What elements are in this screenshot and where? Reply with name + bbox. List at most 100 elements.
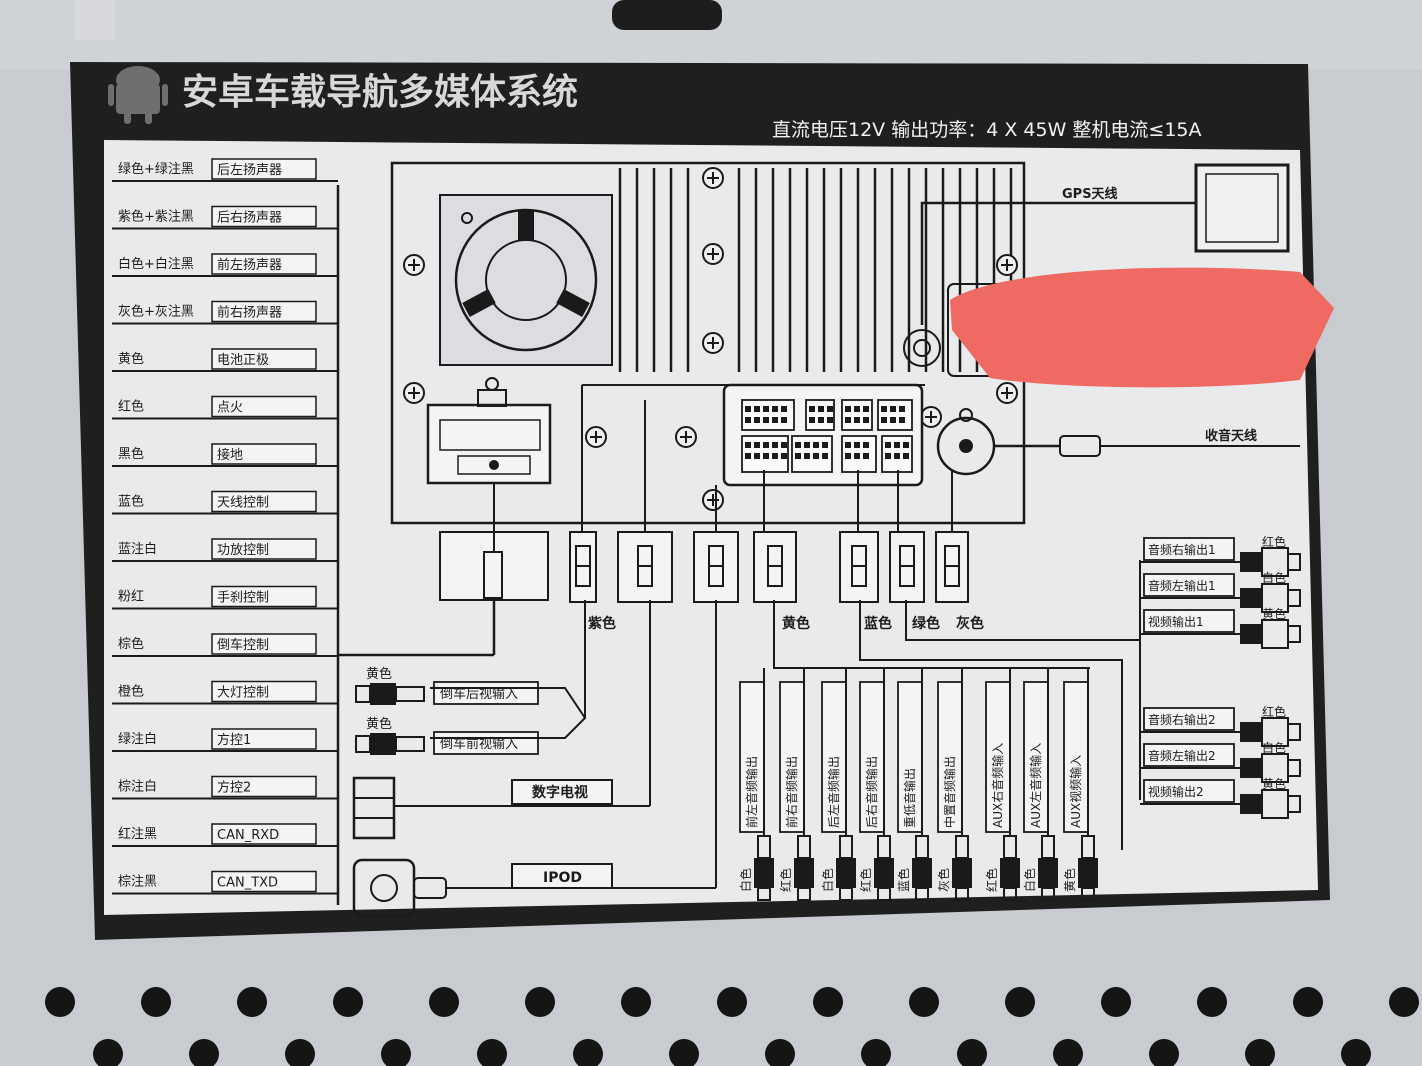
harness-plug — [569, 531, 597, 603]
harness-plug — [889, 531, 925, 603]
page-title: 安卓车载导航多媒体系统 — [182, 71, 578, 113]
vent-hole — [285, 1039, 315, 1066]
vent-hole — [669, 1039, 699, 1066]
harness-plug — [617, 531, 673, 603]
wire-function-box — [211, 633, 317, 655]
input-color-label: 黄色 — [366, 666, 392, 682]
screw-icon — [702, 167, 724, 189]
bottom-rca-label: 前右音频输出 — [784, 756, 799, 828]
wire-function-label: 方控2 — [217, 780, 251, 796]
pin-block — [741, 399, 795, 431]
vent-hole — [1341, 1039, 1371, 1066]
bottom-rca-outputs: 前左音频输出白色前右音频输出红色后左音频输出白色后右音频输出红色重低音输出蓝色中… — [738, 668, 1098, 901]
harness-plug — [839, 531, 879, 603]
vent-hole — [525, 987, 555, 1017]
connector-color-label: 蓝色 — [864, 615, 892, 632]
bottom-rca-label: 重低音输出 — [902, 768, 917, 828]
top-knob — [612, 0, 722, 30]
bottom-rca-color: 黄色 — [1063, 868, 1077, 892]
wire-function-label: 接地 — [217, 447, 243, 463]
wire-entry: 蓝注白功放控制 — [112, 538, 338, 562]
output-color-label: 红色 — [1262, 704, 1286, 719]
wire-entry: 蓝色天线控制 — [112, 490, 338, 515]
harness-plug — [935, 531, 969, 603]
wire-color-label: 灰色+灰注黑 — [118, 304, 194, 320]
wire-function-label: 倒车控制 — [217, 637, 269, 653]
wire-entry: 紫色+紫注黑后右扬声器 — [112, 205, 338, 230]
wire-function-box — [211, 395, 317, 418]
wire-function-label: 手刹控制 — [217, 591, 269, 606]
radio-antenna-label: 收音天线 — [1205, 428, 1257, 444]
digital-tv-connector — [352, 600, 651, 840]
bottom-rca-label: 后右音频输出 — [864, 756, 879, 828]
vent-hole — [1245, 1039, 1275, 1066]
input-label: 倒车前视输入 — [440, 736, 518, 752]
vent-hole — [1197, 987, 1227, 1017]
wire-color-label: 蓝色 — [118, 494, 144, 510]
pin-blocks — [741, 399, 913, 473]
wire-color-label: 绿注白 — [118, 731, 157, 747]
wire-entry: 黄色电池正极 — [112, 348, 338, 372]
output-color-label: 白色 — [1262, 740, 1286, 755]
bottom-rca-label: 中置音频输出 — [942, 756, 957, 828]
harness-plug — [693, 531, 739, 603]
wire-entry: 灰色+灰注黑前右扬声器 — [112, 300, 338, 325]
pin-block — [791, 435, 833, 473]
screw-icon — [585, 426, 607, 448]
wire-color-label: 粉红 — [118, 589, 144, 605]
vent-hole — [1053, 1039, 1083, 1066]
wire-function-label: 方控1 — [217, 732, 251, 748]
vent-holes — [45, 987, 1419, 1066]
bottom-rca-label: 前左音频输出 — [744, 756, 759, 828]
output-color-label: 红色 — [1262, 534, 1286, 549]
screw-icon — [403, 382, 425, 404]
vent-hole — [237, 987, 267, 1017]
vent-hole — [333, 987, 363, 1017]
bottom-rca-color: 白色 — [820, 868, 835, 892]
radio-antenna-jack — [936, 408, 1300, 476]
bottom-rca-color: 白色 — [738, 868, 753, 892]
wire-function-label: 大灯控制 — [217, 686, 269, 701]
screw-icon — [920, 406, 942, 428]
connector-plugs — [569, 470, 969, 603]
vent-hole — [1389, 987, 1419, 1017]
wire-function-label: 功放控制 — [217, 543, 269, 558]
connector-color-label: 黄色 — [782, 615, 810, 632]
wire-function-label: CAN_TXD — [217, 876, 278, 891]
wire-list: 绿色+绿注黑后左扬声器紫色+紫注黑后右扬声器白色+白注黑前左扬声器灰色+灰注黑前… — [112, 158, 338, 895]
redaction-mark — [947, 267, 1334, 388]
bottom-rca-label: AUX左音频输入 — [1028, 743, 1043, 828]
harness-plug — [753, 531, 797, 603]
gps-module — [1194, 163, 1290, 253]
vent-hole — [93, 1039, 123, 1066]
output-color-label: 黄色 — [1262, 607, 1286, 621]
vent-hole — [141, 987, 171, 1017]
digital-tv-label: 数字电视 — [532, 784, 588, 801]
screw-icon — [702, 489, 724, 511]
vent-hole — [909, 987, 939, 1017]
wire-color-label: 红注黑 — [118, 826, 157, 842]
wire-function-box — [211, 870, 317, 893]
output-label: 音频左输出2 — [1148, 748, 1216, 763]
input-color-label: 黄色 — [366, 716, 392, 732]
spec-line: 直流电压12V 输出功率：4 X 45W 整机电流≤15A — [772, 119, 1202, 141]
vent-hole — [813, 987, 843, 1017]
wire-function-label: 电池正极 — [217, 353, 269, 368]
vent-hole — [1101, 987, 1131, 1017]
wire-entry: 绿注白 方控1 — [112, 728, 338, 752]
bottom-rca-label: AUX右音频输入 — [990, 743, 1005, 828]
wire-function-box — [211, 775, 317, 798]
vent-hole — [189, 1039, 219, 1066]
vent-hole — [957, 1039, 987, 1066]
wire-color-label: 紫色+紫注黑 — [118, 209, 194, 225]
